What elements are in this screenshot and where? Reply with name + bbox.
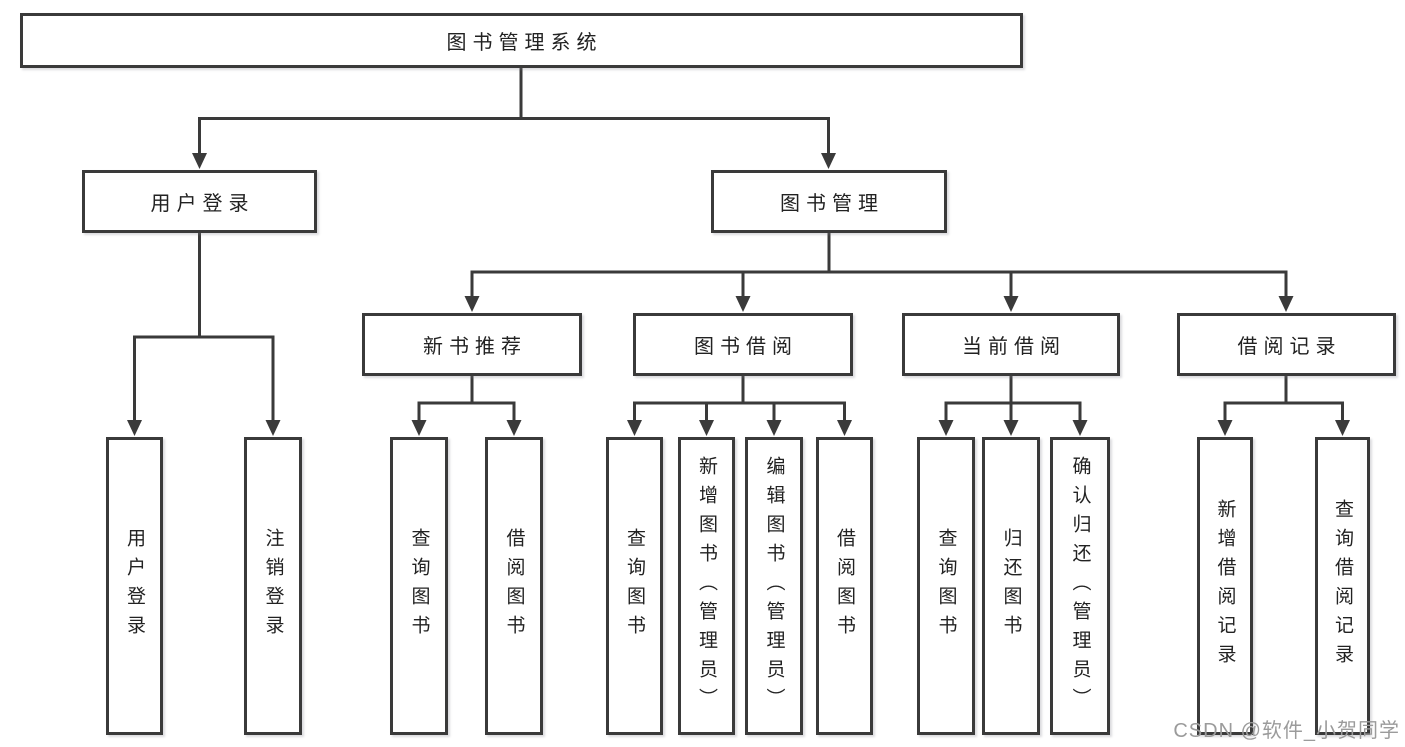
node-current-borrow: 当前借阅 <box>902 313 1120 376</box>
leaf-recommend-borrow-book: 借阅图书 <box>485 437 543 735</box>
csdn-watermark: CSDN @软件_小贺同学 <box>1173 720 1400 742</box>
leaf-user-login: 用户登录 <box>106 437 163 735</box>
leaf-recommend-query-book: 查询图书 <box>390 437 448 735</box>
leaf-borrow-add-book-admin: 新增图书（管理员） <box>678 437 735 735</box>
leaf-current-confirm-return-admin: 确认归还（管理员） <box>1050 437 1110 735</box>
leaf-logout: 注销登录 <box>244 437 302 735</box>
leaf-records-query-record: 查询借阅记录 <box>1315 437 1370 735</box>
node-book-borrow: 图书借阅 <box>633 313 853 376</box>
leaf-current-return-book: 归还图书 <box>982 437 1040 735</box>
node-root-system: 图书管理系统 <box>20 13 1023 68</box>
node-book-management: 图书管理 <box>711 170 947 233</box>
node-user-login: 用户登录 <box>82 170 317 233</box>
leaf-current-query-book: 查询图书 <box>917 437 975 735</box>
node-new-book-recommend: 新书推荐 <box>362 313 582 376</box>
node-borrow-records: 借阅记录 <box>1177 313 1396 376</box>
leaf-records-add-record: 新增借阅记录 <box>1197 437 1253 735</box>
leaf-borrow-edit-book-admin: 编辑图书（管理员） <box>745 437 803 735</box>
leaf-borrow-query-book: 查询图书 <box>606 437 663 735</box>
leaf-borrow-borrow-book: 借阅图书 <box>816 437 873 735</box>
